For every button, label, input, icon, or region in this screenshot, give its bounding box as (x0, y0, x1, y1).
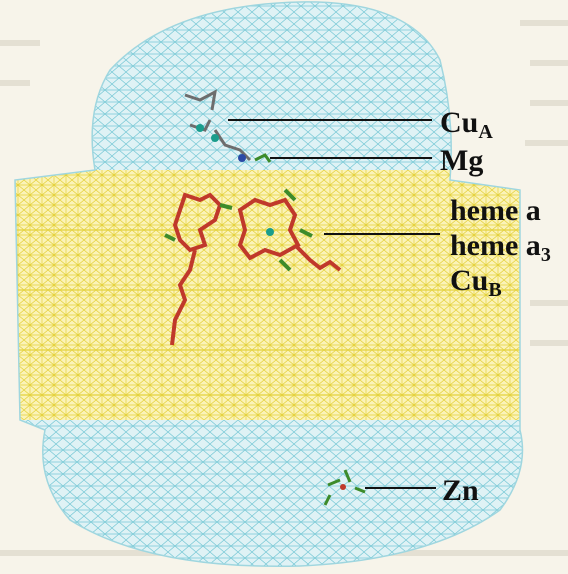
label-heme-a3: heme a3 (450, 229, 551, 266)
label-heme-a: heme a (450, 194, 541, 227)
label-zn: Zn (442, 474, 479, 507)
label-mg: Mg (440, 144, 483, 177)
